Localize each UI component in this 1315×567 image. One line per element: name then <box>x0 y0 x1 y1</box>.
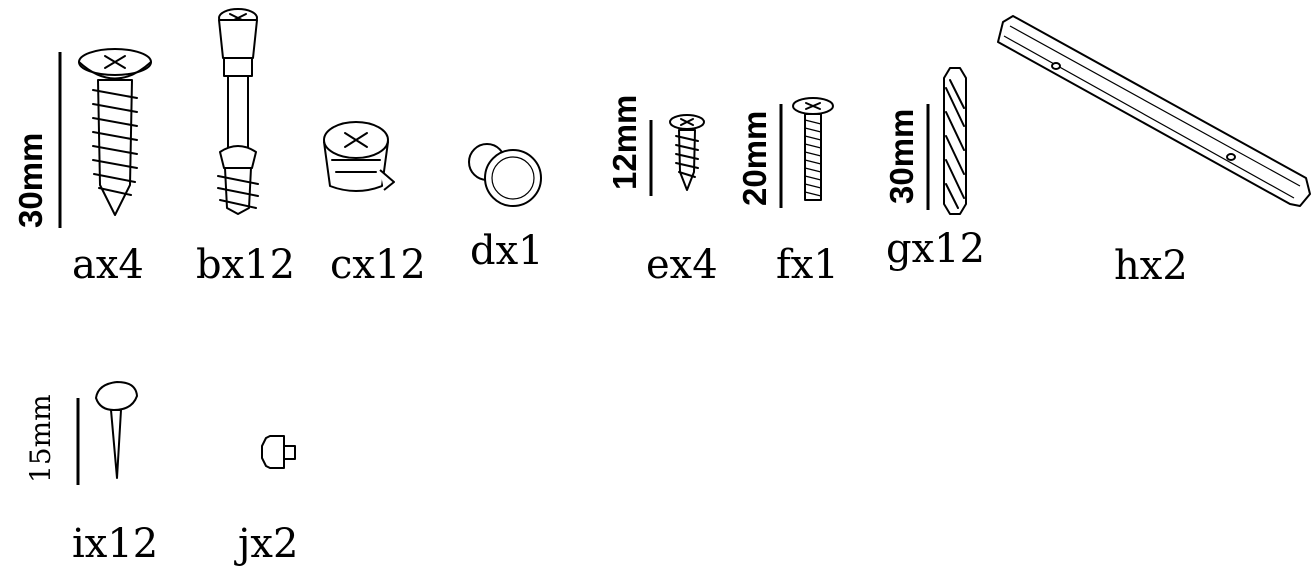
part-label-c: cx12 <box>330 242 426 288</box>
part-i: 15mm ix12 <box>24 381 158 567</box>
size-label-g: 30mm <box>883 109 920 204</box>
screw-icon <box>78 48 152 216</box>
part-c: cx12 <box>323 121 426 288</box>
size-label-f: 20mm <box>736 111 773 206</box>
part-e: 12mm ex4 <box>606 95 718 288</box>
connector-strap-icon <box>997 15 1311 207</box>
nail-icon <box>95 381 138 479</box>
part-a: 30mm ax4 <box>12 48 152 288</box>
part-j: jx2 <box>234 435 298 567</box>
cam-bolt-icon <box>217 8 259 215</box>
cam-lock-icon <box>323 121 395 192</box>
size-label-e: 12mm <box>606 95 643 190</box>
small-screw-icon <box>669 114 705 191</box>
knob-icon <box>468 143 542 207</box>
part-label-b: bx12 <box>196 242 295 288</box>
part-label-i: ix12 <box>72 521 158 567</box>
part-f: 20mm fx1 <box>736 97 839 288</box>
wooden-dowel-icon <box>943 67 967 215</box>
size-label-a: 30mm <box>12 133 49 228</box>
part-h: hx2 <box>997 15 1311 289</box>
part-label-a: ax4 <box>72 242 144 288</box>
part-label-h: hx2 <box>1114 243 1188 289</box>
part-label-d: dx1 <box>470 228 544 274</box>
part-g: 30mm gx12 <box>883 67 985 272</box>
part-label-f: fx1 <box>776 242 839 288</box>
part-label-e: ex4 <box>646 242 718 288</box>
part-d: dx1 <box>468 143 544 274</box>
part-label-g: gx12 <box>886 226 985 272</box>
part-label-j: jx2 <box>234 521 298 567</box>
machine-screw-icon <box>792 97 834 201</box>
size-label-i: 15mm <box>24 394 57 483</box>
shelf-support-pin-icon <box>261 435 296 469</box>
part-b: bx12 <box>196 8 295 288</box>
